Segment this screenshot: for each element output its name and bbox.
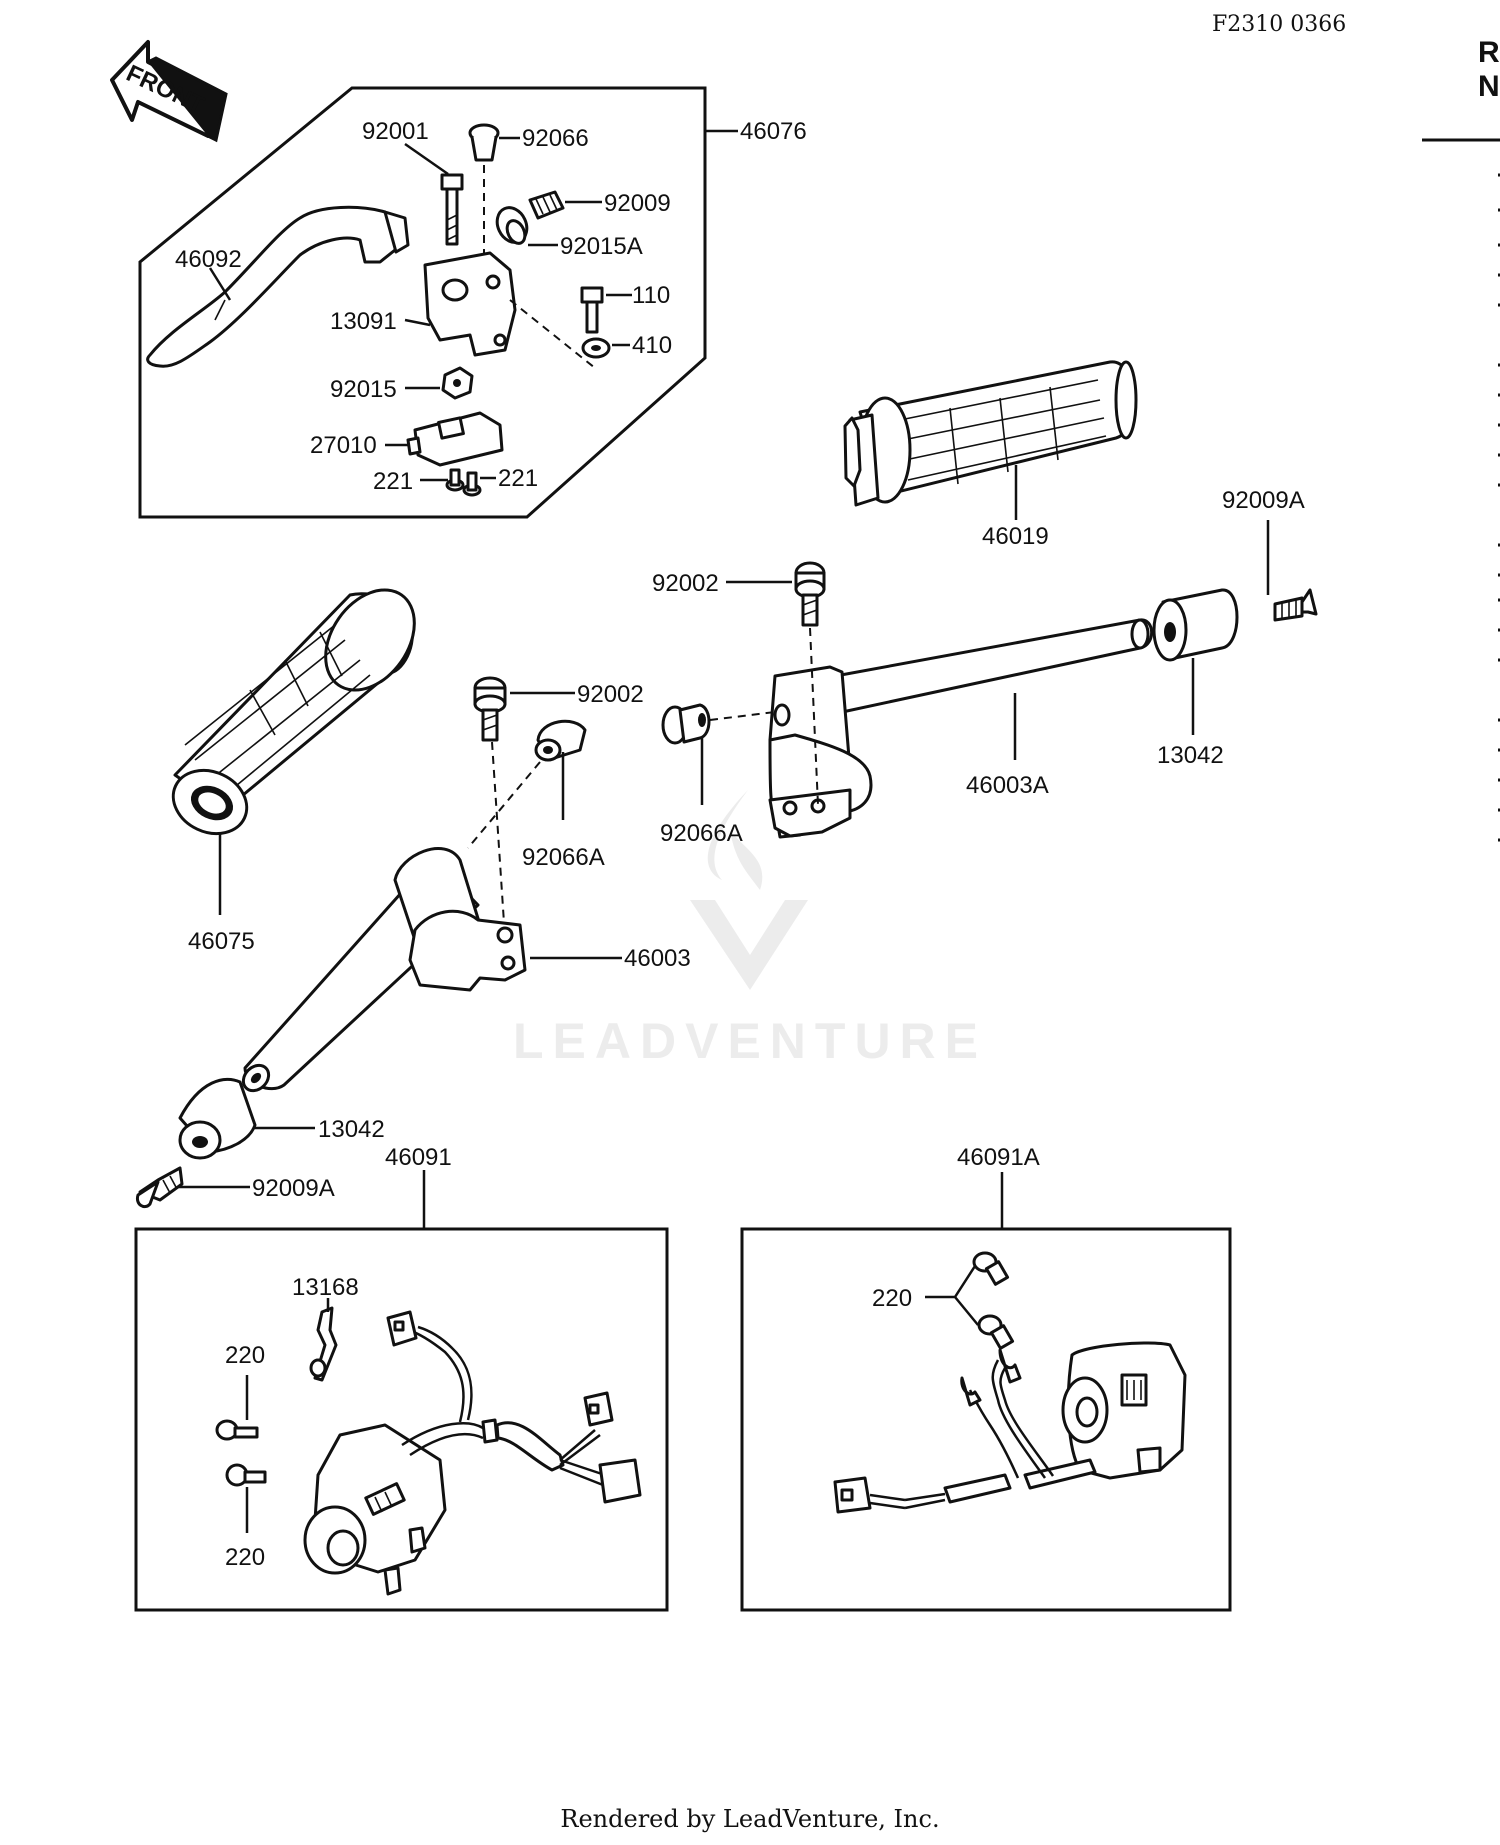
label-46076: 46076 bbox=[740, 118, 807, 145]
label-46003: 46003 bbox=[624, 945, 691, 972]
label-92066A-left: 92066A bbox=[522, 844, 605, 871]
cap-92066 bbox=[468, 123, 500, 162]
cap-92066A-right bbox=[661, 703, 711, 745]
left-switch-box bbox=[134, 1227, 669, 1612]
clamp-bolt-92002-right bbox=[794, 561, 826, 627]
clamp-bolt-92002-left bbox=[473, 676, 507, 742]
right-handlebar-switch bbox=[833, 1341, 1187, 1514]
label-46091: 46091 bbox=[385, 1144, 452, 1171]
adjuster-92009 bbox=[528, 190, 565, 220]
washer-410 bbox=[581, 337, 611, 359]
screw-220-a bbox=[215, 1419, 259, 1441]
bar-end-weight-13042-right bbox=[1152, 588, 1239, 662]
cap-92066A-left bbox=[534, 719, 587, 762]
label-220-a: 220 bbox=[225, 1342, 265, 1369]
label-92001: 92001 bbox=[362, 118, 429, 145]
label-46019: 46019 bbox=[982, 523, 1049, 550]
watermark-text: LEADVENTURE bbox=[513, 1013, 987, 1069]
screw-220-c-top bbox=[972, 1251, 1010, 1286]
leadventure-logo-icon bbox=[690, 790, 808, 990]
bar-end-screw-92009A-right bbox=[1273, 588, 1318, 622]
left-grip-46075 bbox=[171, 588, 416, 836]
lever-holder-13091 bbox=[423, 251, 596, 369]
bar-end-screw-92009A-left bbox=[135, 1166, 184, 1209]
side-cut-line-2: N bbox=[1478, 70, 1500, 103]
handlebar-46003 bbox=[241, 847, 527, 1093]
bar-end-weight-13042-left bbox=[178, 1077, 257, 1160]
screw-220-c-bottom bbox=[977, 1314, 1015, 1350]
label-92002-right: 92002 bbox=[652, 570, 719, 597]
label-46075: 46075 bbox=[188, 928, 255, 955]
label-13042-left: 13042 bbox=[318, 1116, 385, 1143]
screw-220-b bbox=[225, 1463, 267, 1487]
label-13091: 13091 bbox=[330, 308, 397, 335]
bolt-110 bbox=[580, 286, 604, 334]
label-221-left: 221 bbox=[373, 468, 413, 495]
label-27010: 27010 bbox=[310, 432, 377, 459]
side-cut-text: R N bbox=[1478, 36, 1500, 104]
left-handlebar-switch bbox=[303, 1310, 642, 1596]
label-92009: 92009 bbox=[604, 190, 671, 217]
throttle-grip-46019 bbox=[843, 360, 1138, 507]
label-92066: 92066 bbox=[522, 125, 589, 152]
label-13168: 13168 bbox=[292, 1274, 359, 1301]
label-46003A: 46003A bbox=[966, 772, 1049, 799]
nut-92015 bbox=[441, 366, 474, 400]
locknut-92015A bbox=[495, 206, 529, 245]
clutch-lever-46092 bbox=[146, 205, 410, 368]
right-switch-box bbox=[740, 1227, 1232, 1612]
footer-credit: Rendered by LeadVenture, Inc. bbox=[560, 1805, 940, 1833]
watermark: LEADVENTURE bbox=[513, 790, 987, 1069]
label-92009A-right: 92009A bbox=[1222, 487, 1305, 514]
clip-13168 bbox=[309, 1306, 338, 1382]
handlebar-46003A bbox=[768, 618, 1154, 839]
label-92015A: 92015A bbox=[560, 233, 643, 260]
label-92009A-left: 92009A bbox=[252, 1175, 335, 1202]
switch-27010 bbox=[406, 411, 504, 467]
side-cut-line-1: R bbox=[1478, 36, 1500, 69]
label-220-c: 220 bbox=[872, 1285, 912, 1312]
bolt-92001 bbox=[440, 173, 464, 246]
front-arrow-icon: FRONT bbox=[110, 40, 228, 143]
label-13042-right: 13042 bbox=[1157, 742, 1224, 769]
diagram-code: F2310 0366 bbox=[1212, 12, 1347, 37]
lever-assembly-box bbox=[138, 86, 707, 519]
label-46091A: 46091A bbox=[957, 1144, 1040, 1171]
label-92066A-right: 92066A bbox=[660, 820, 743, 847]
label-92002-left: 92002 bbox=[577, 681, 644, 708]
label-220-b: 220 bbox=[225, 1544, 265, 1571]
label-410: 410 bbox=[632, 332, 672, 359]
label-46092: 46092 bbox=[175, 246, 242, 273]
label-110: 110 bbox=[632, 282, 670, 309]
screws-221 bbox=[445, 468, 482, 497]
label-221-right: 221 bbox=[498, 465, 538, 492]
label-92015: 92015 bbox=[330, 376, 397, 403]
